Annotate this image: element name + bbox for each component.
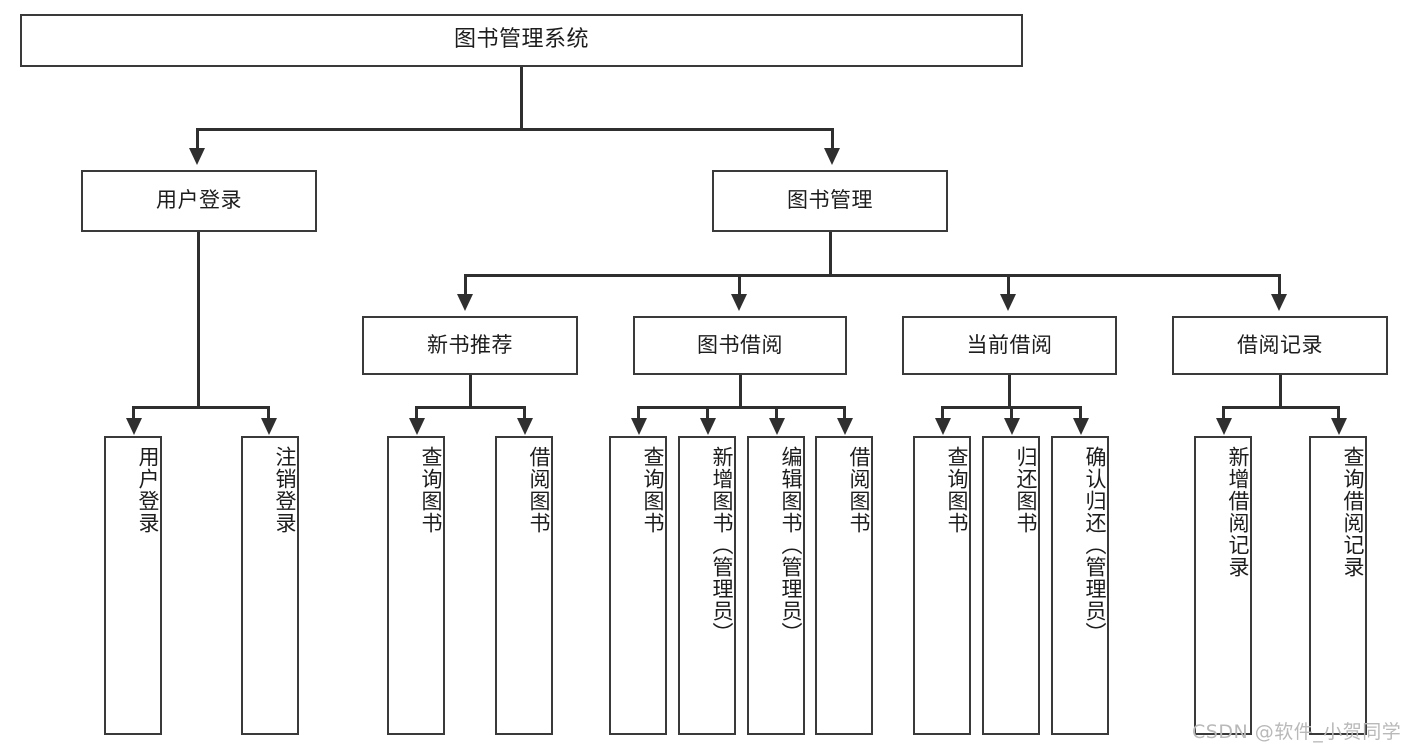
connector-drop-leaf-edit-book bbox=[775, 406, 778, 420]
connector-level2-bus bbox=[196, 128, 833, 131]
arrowhead-leaf-return-book bbox=[1004, 418, 1020, 435]
connector-drop-leaf-query-book-3 bbox=[941, 406, 944, 420]
node-label: 编辑图书（管理员） bbox=[779, 446, 803, 644]
connector-book-borrow-bus bbox=[637, 406, 845, 409]
connector-drop-leaf-add-record bbox=[1222, 406, 1225, 420]
node-label: 借阅图书 bbox=[847, 446, 871, 534]
arrowhead-book-borrow bbox=[731, 294, 747, 311]
csdn-watermark: CSDN @软件_小贺同学 bbox=[1192, 721, 1402, 743]
connector-drop-leaf-query-book-2 bbox=[637, 406, 640, 420]
leaf-add-borrow-record[interactable]: 新增借阅记录 bbox=[1194, 436, 1252, 735]
arrowhead-new-book-rec bbox=[457, 294, 473, 311]
arrowhead-leaf-query-book-2 bbox=[631, 418, 647, 435]
node-label: 查询借阅记录 bbox=[1341, 446, 1365, 578]
connector-drop-leaf-add-book bbox=[706, 406, 709, 420]
connector-current-borrow-stem bbox=[1008, 375, 1011, 408]
connector-drop-leaf-query-record bbox=[1337, 406, 1340, 420]
connector-borrow-record-stem bbox=[1279, 375, 1282, 408]
node-book-borrow[interactable]: 图书借阅 bbox=[633, 316, 847, 375]
arrowhead-borrow-record bbox=[1271, 294, 1287, 311]
connector-drop-book-manage bbox=[831, 128, 834, 150]
leaf-confirm-return-admin[interactable]: 确认归还（管理员） bbox=[1051, 436, 1109, 735]
connector-borrow-record-bus bbox=[1222, 406, 1339, 409]
connector-drop-leaf-borrow-book-1 bbox=[523, 406, 526, 420]
leaf-borrow-book-2[interactable]: 借阅图书 bbox=[815, 436, 873, 735]
arrowhead-leaf-confirm-return bbox=[1073, 418, 1089, 435]
arrowhead-leaf-edit-book bbox=[769, 418, 785, 435]
connector-drop-leaf-query-book-1 bbox=[415, 406, 418, 420]
connector-level3-bus bbox=[464, 274, 1280, 277]
leaf-query-borrow-record[interactable]: 查询借阅记录 bbox=[1309, 436, 1367, 735]
node-label: 新增借阅记录 bbox=[1226, 446, 1250, 578]
node-label: 借阅记录 bbox=[1237, 332, 1323, 357]
node-label: 图书管理 bbox=[787, 188, 873, 213]
leaf-user-login[interactable]: 用户登录 bbox=[104, 436, 162, 735]
node-label: 查询图书 bbox=[641, 446, 665, 534]
node-root-book-management-system[interactable]: 图书管理系统 bbox=[20, 14, 1023, 67]
node-label: 注销登录 bbox=[273, 446, 297, 534]
arrowhead-user-login bbox=[189, 148, 205, 165]
connector-user-login-bus bbox=[132, 406, 267, 409]
node-label: 图书管理系统 bbox=[453, 27, 589, 53]
leaf-edit-book-admin[interactable]: 编辑图书（管理员） bbox=[747, 436, 805, 735]
connector-drop-borrow-record bbox=[1278, 274, 1281, 296]
node-label: 新书推荐 bbox=[427, 332, 513, 357]
connector-new-book-rec-bus bbox=[415, 406, 525, 409]
arrowhead-leaf-borrow-book-1 bbox=[517, 418, 533, 435]
node-current-borrow[interactable]: 当前借阅 bbox=[902, 316, 1117, 375]
arrowhead-leaf-logout bbox=[261, 418, 277, 435]
connector-drop-leaf-return-book bbox=[1010, 406, 1013, 420]
node-label: 图书借阅 bbox=[697, 332, 783, 357]
connector-book-borrow-stem bbox=[739, 375, 742, 408]
node-label: 查询图书 bbox=[419, 446, 443, 534]
leaf-add-book-admin[interactable]: 新增图书（管理员） bbox=[678, 436, 736, 735]
connector-drop-leaf-user-login bbox=[132, 406, 135, 420]
node-borrow-record[interactable]: 借阅记录 bbox=[1172, 316, 1388, 375]
node-label: 确认归还（管理员） bbox=[1083, 446, 1107, 644]
connector-new-book-rec-stem bbox=[469, 375, 472, 408]
node-user-login[interactable]: 用户登录 bbox=[81, 170, 317, 232]
connector-drop-leaf-borrow-book-2 bbox=[843, 406, 846, 420]
arrowhead-book-manage bbox=[824, 148, 840, 165]
leaf-logout[interactable]: 注销登录 bbox=[241, 436, 299, 735]
node-label: 查询图书 bbox=[945, 446, 969, 534]
leaf-query-book-2[interactable]: 查询图书 bbox=[609, 436, 667, 735]
connector-drop-leaf-logout bbox=[267, 406, 270, 420]
connector-root-stem bbox=[520, 67, 523, 130]
node-label: 当前借阅 bbox=[966, 332, 1053, 357]
node-label: 借阅图书 bbox=[527, 446, 551, 534]
node-label: 用户登录 bbox=[136, 446, 160, 534]
arrowhead-current-borrow bbox=[1000, 294, 1016, 311]
node-label: 新增图书（管理员） bbox=[710, 446, 734, 644]
connector-drop-current-borrow bbox=[1007, 274, 1010, 296]
connector-user-login-stem bbox=[197, 232, 200, 408]
node-book-management[interactable]: 图书管理 bbox=[712, 170, 948, 232]
leaf-query-book-3[interactable]: 查询图书 bbox=[913, 436, 971, 735]
arrowhead-leaf-borrow-book-2 bbox=[837, 418, 853, 435]
node-label: 归还图书 bbox=[1014, 446, 1038, 534]
leaf-borrow-book-1[interactable]: 借阅图书 bbox=[495, 436, 553, 735]
connector-book-manage-stem bbox=[829, 232, 832, 276]
connector-drop-new-book-rec bbox=[464, 274, 467, 296]
arrowhead-leaf-add-book bbox=[700, 418, 716, 435]
connector-drop-leaf-confirm-return bbox=[1079, 406, 1082, 420]
node-label: 用户登录 bbox=[156, 188, 242, 213]
connector-drop-user-login bbox=[196, 128, 199, 150]
leaf-return-book[interactable]: 归还图书 bbox=[982, 436, 1040, 735]
connector-drop-book-borrow bbox=[738, 274, 741, 296]
arrowhead-leaf-query-book-1 bbox=[409, 418, 425, 435]
node-new-book-recommend[interactable]: 新书推荐 bbox=[362, 316, 578, 375]
arrowhead-leaf-user-login bbox=[126, 418, 142, 435]
arrowhead-leaf-query-book-3 bbox=[935, 418, 951, 435]
leaf-query-book-1[interactable]: 查询图书 bbox=[387, 436, 445, 735]
arrowhead-leaf-add-record bbox=[1216, 418, 1232, 435]
arrowhead-leaf-query-record bbox=[1331, 418, 1347, 435]
